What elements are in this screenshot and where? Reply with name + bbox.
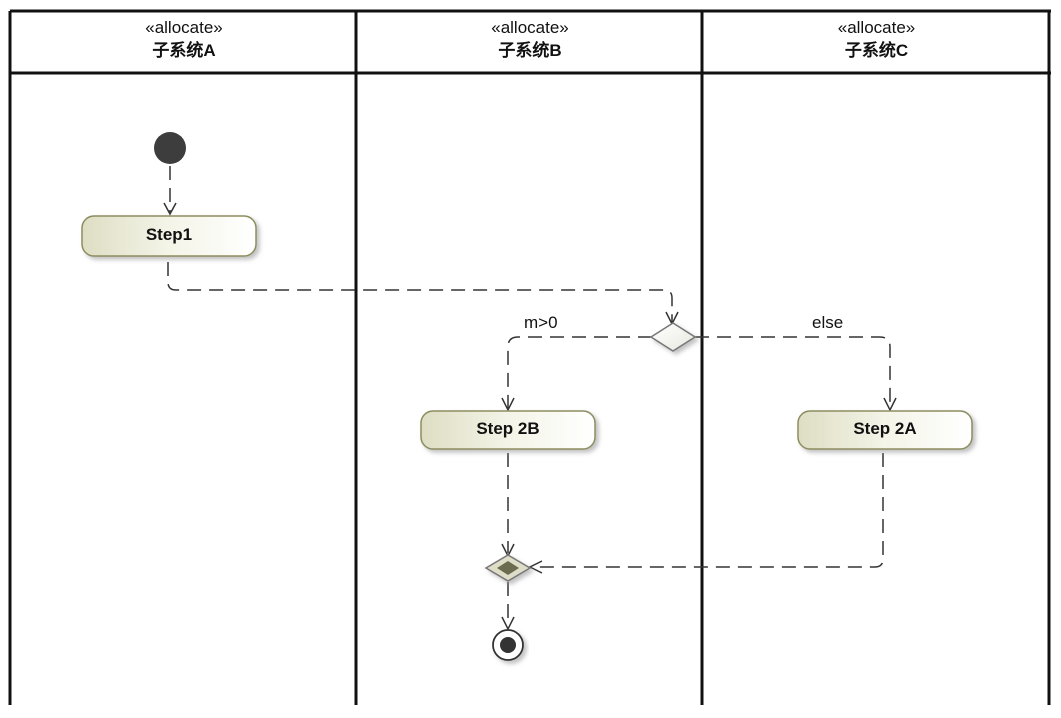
decision-node[interactable] xyxy=(649,322,697,352)
arrowhead xyxy=(163,202,177,216)
guard-label-left: m>0 xyxy=(524,313,558,332)
lane-header-a: «allocate» 子系统A xyxy=(12,12,356,72)
lane-header-c: «allocate» 子系统C xyxy=(704,12,1049,72)
action-step2a[interactable] xyxy=(797,410,973,450)
action-label-step2a: Step 2A xyxy=(853,419,917,438)
flow-decision-step2b xyxy=(507,336,652,408)
flow-step2a-merge xyxy=(532,453,884,568)
lane-stereotype: «allocate» xyxy=(145,18,223,37)
lane-header-b: «allocate» 子系统B xyxy=(358,12,702,72)
merge-node[interactable] xyxy=(484,554,532,582)
arrowhead xyxy=(883,397,897,412)
action-step1[interactable] xyxy=(81,215,257,257)
lane-name: 子系统C xyxy=(844,41,909,60)
lane-stereotype: «allocate» xyxy=(837,18,916,37)
lane-name: 子系统A xyxy=(152,41,216,60)
action-label-step1: Step1 xyxy=(145,225,193,244)
final-node[interactable] xyxy=(492,629,524,661)
lane-stereotype: «allocate» xyxy=(491,18,569,37)
arrowhead xyxy=(501,616,515,631)
action-step2b[interactable] xyxy=(420,410,596,450)
flow-step1-decision xyxy=(167,262,673,322)
guard-label-right: else xyxy=(812,313,844,332)
arrowhead xyxy=(528,560,543,574)
flow-decision-step2a xyxy=(695,336,891,408)
swimlane-frame xyxy=(8,9,1051,705)
arrowhead xyxy=(501,397,515,412)
initial-node[interactable] xyxy=(154,132,186,164)
lane-name: 子系统B xyxy=(498,41,562,60)
action-label-step2b: Step 2B xyxy=(476,419,540,438)
